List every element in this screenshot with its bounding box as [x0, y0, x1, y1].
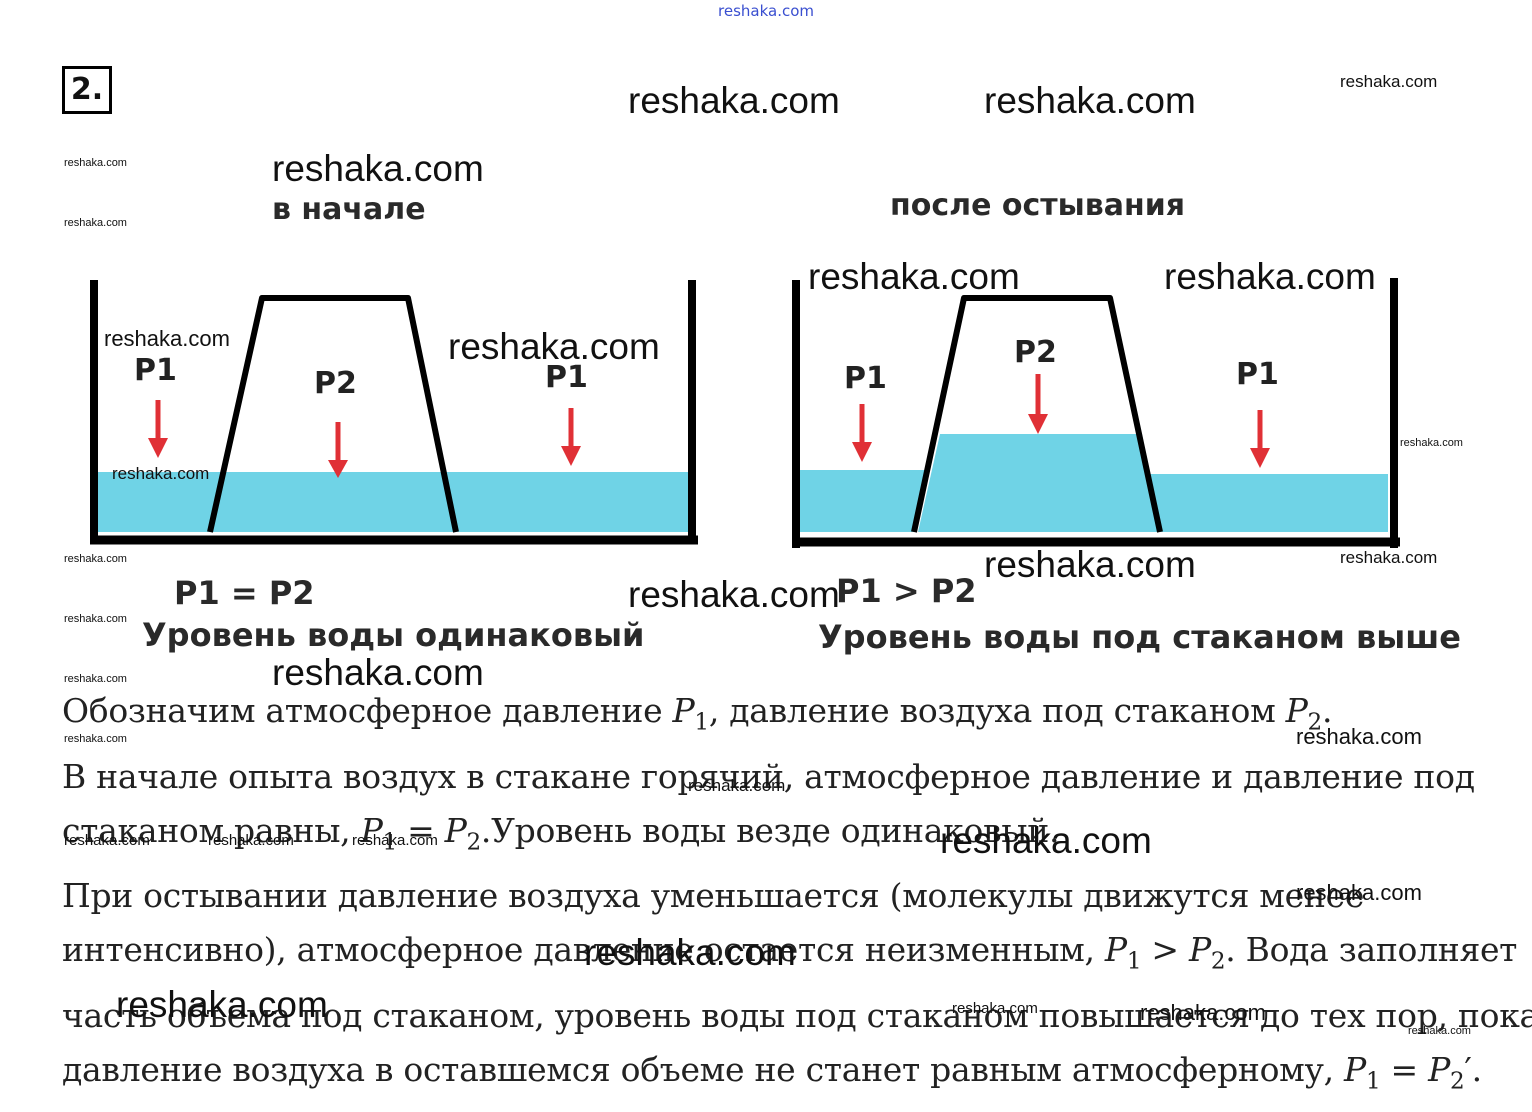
text-line-3: стаканом равны, P1 = P2.Уровень воды вез…	[62, 810, 1060, 856]
text-line-7: давление воздуха в оставшемся объеме не …	[62, 1049, 1482, 1095]
watermark: reshaka.com	[628, 574, 840, 615]
watermark: reshaka.com	[1408, 1025, 1471, 1037]
experiment-diagram: P1 P2 P1 P1 P2 P1	[90, 278, 1400, 548]
label-left-p1: P1	[134, 353, 177, 388]
caption-right-top: после остывания	[890, 188, 1186, 223]
glass-right	[911, 295, 1163, 533]
watermark: reshaka.com	[1140, 1000, 1266, 1025]
watermark-top: reshaka.com	[718, 2, 814, 20]
watermark: reshaka.com	[64, 613, 127, 625]
watermark: reshaka.com	[952, 1000, 1038, 1017]
text-line-5: интенсивно), атмосферное давление остает…	[62, 930, 1518, 975]
arrow-right-p1-right	[1250, 410, 1270, 468]
text-line-1: Обозначим атмосферное давление P1, давле…	[62, 691, 1333, 736]
watermark: reshaka.com	[808, 256, 1020, 297]
text-line-6: часть объема под стаканом, уровень воды …	[62, 995, 1532, 1035]
text-line-2: В начале опыта воздух в стакане горячий,…	[62, 756, 1475, 796]
watermark: reshaka.com	[208, 832, 294, 849]
glass-left	[207, 295, 459, 533]
watermark: reshaka.com	[1340, 72, 1438, 91]
watermark: reshaka.com	[984, 544, 1196, 585]
label-right-p1: P1	[844, 361, 887, 396]
watermark: reshaka.com	[448, 326, 660, 367]
watermark: reshaka.com	[688, 776, 786, 795]
arrow-right-p2	[1028, 374, 1048, 434]
caption-right-bottom: Уровень воды под стаканом выше	[818, 618, 1461, 656]
arrow-left-p1-right	[561, 408, 581, 466]
arrow-left-p1	[148, 400, 168, 458]
watermark: reshaka.com	[1400, 437, 1463, 449]
watermark: reshaka.com	[272, 652, 484, 693]
text-line-4: При остывании давление воздуха уменьшает…	[62, 876, 1365, 916]
label-right-p2: P2	[1014, 335, 1057, 370]
watermark: reshaka.com	[1340, 548, 1438, 567]
explanation-text: Обозначим атмосферное давление P1, давле…	[62, 684, 1532, 1108]
caption-left-bottom: Уровень воды одинаковый	[142, 616, 645, 654]
watermark: reshaka.com	[112, 464, 210, 483]
watermark: reshaka.com	[272, 148, 484, 189]
watermark: reshaka.com	[64, 217, 127, 229]
label-left-p1-right: P1	[545, 360, 588, 395]
watermark: reshaka.com	[1296, 880, 1422, 905]
watermark: reshaka.com	[64, 157, 127, 169]
watermark: reshaka.com	[104, 326, 230, 351]
arrow-right-p1	[852, 404, 872, 462]
figure-left: P1 P2 P1	[90, 280, 698, 545]
watermark: reshaka.com	[584, 932, 796, 973]
arrow-left-p2	[328, 422, 348, 478]
caption-left-relation: P1 = P2	[174, 574, 315, 612]
watermark: reshaka.com	[64, 832, 150, 849]
caption-right-relation: P1 > P2	[836, 572, 977, 610]
watermark: reshaka.com	[1296, 724, 1422, 749]
watermark: reshaka.com	[628, 80, 840, 121]
watermark: reshaka.com	[116, 984, 328, 1025]
task-number: 2.	[62, 66, 112, 114]
water-left	[98, 472, 688, 532]
watermark: reshaka.com	[64, 733, 127, 745]
watermark: reshaka.com	[940, 820, 1152, 861]
figure-right: P1 P2 P1	[792, 278, 1400, 548]
water-right-under-glass	[918, 434, 1160, 532]
watermark: reshaka.com	[1164, 256, 1376, 297]
label-left-p2: P2	[314, 366, 357, 401]
watermark: reshaka.com	[984, 80, 1196, 121]
watermark: reshaka.com	[64, 673, 127, 685]
label-right-p1-right: P1	[1236, 357, 1279, 392]
caption-left-top: в начале	[272, 192, 426, 227]
watermark: reshaka.com	[64, 553, 127, 565]
watermark: reshaka.com	[352, 832, 438, 849]
